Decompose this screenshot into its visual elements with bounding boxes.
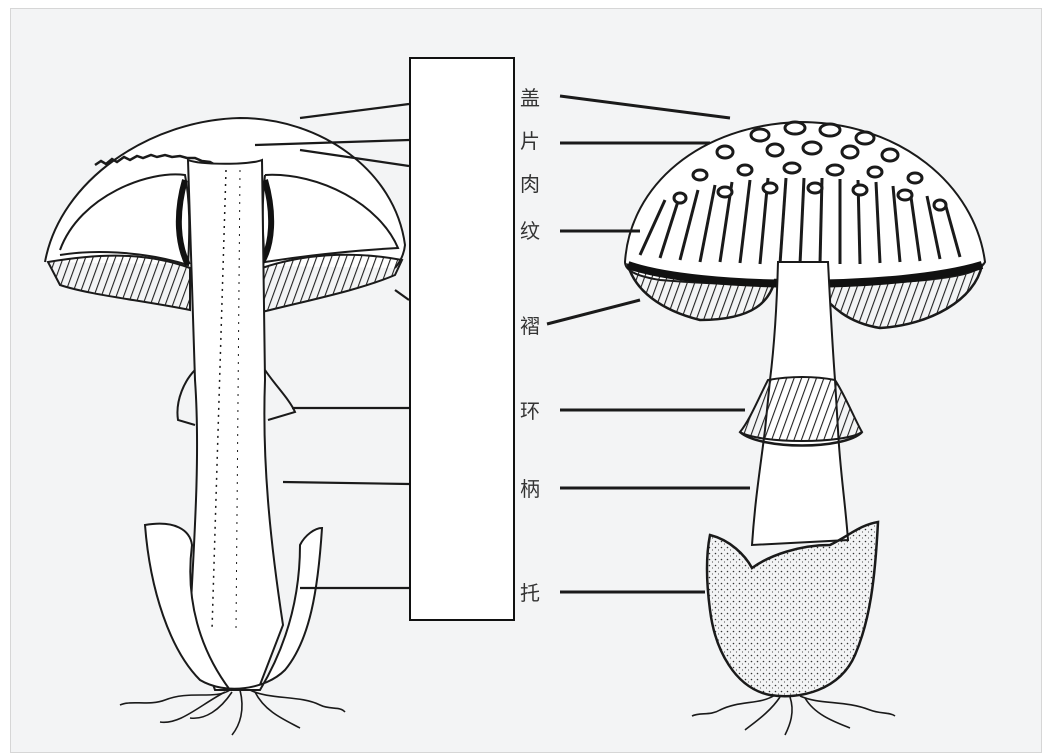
- left-gills-right: [262, 255, 402, 312]
- left-gills-left: [48, 256, 190, 310]
- label-gills: 褶: [520, 314, 540, 338]
- label-stipe: 柄: [520, 477, 540, 501]
- label-scales: 片: [520, 129, 540, 153]
- right-roots: [692, 695, 895, 735]
- blank-label-box: [409, 57, 515, 621]
- right-mushroom-exterior: [547, 96, 985, 735]
- right-ring: [740, 377, 862, 441]
- label-cap: 盖: [520, 86, 540, 110]
- left-mushroom-section: [45, 104, 409, 735]
- left-roots: [120, 690, 345, 735]
- left-ring-r: [265, 370, 295, 420]
- label-ring: 环: [520, 399, 540, 423]
- part-labels: 盖 片 肉 纹 褶 环 柄 托: [520, 86, 540, 605]
- label-volva: 托: [520, 581, 540, 605]
- label-flesh: 肉: [520, 172, 540, 196]
- right-volva: [707, 522, 878, 696]
- left-ring-l: [177, 370, 195, 425]
- label-striations: 纹: [520, 219, 540, 243]
